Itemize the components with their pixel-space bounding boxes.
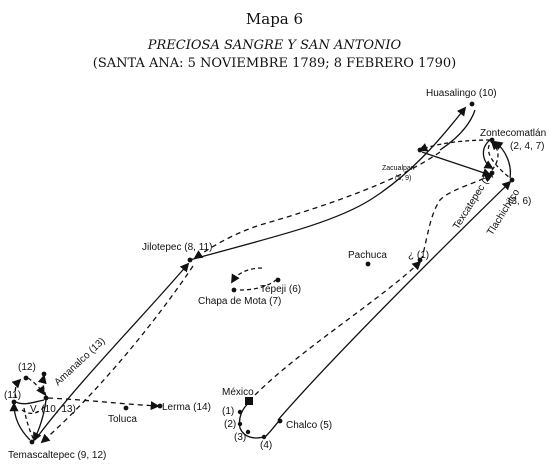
marker-stop-2 [237,421,243,427]
label-texcatepec: Texcatepec (8) [451,170,495,231]
marker-chalco [277,418,283,424]
route-stop12-v [27,377,46,396]
label-stop-4: (4) [260,440,272,451]
map-subtitle-dates: (SANTA ANA: 5 NOVIEMBRE 1789; 8 FEBRERO … [92,56,457,71]
label-stop-11: (11) [4,390,21,401]
label-huasalingo: Huasalingo (10) [426,88,497,99]
marker-unknown [417,257,423,263]
marker-huasalingo [469,101,475,107]
route-tepeji-chapa [231,267,263,284]
marker-lerma [157,403,163,409]
map-subtitle-route: PRECIOSA SANGRE Y SAN ANTONIO [147,38,402,53]
marker-jilotepec [187,257,193,263]
marker-chapa-de-mota [231,287,237,293]
route-huasalingo-zacualpan [439,109,476,151]
label-chapa-de-mota: Chapa de Mota (7) [198,296,281,307]
route-chalco-tlachichilco [277,180,512,421]
marker-toluca [123,405,129,411]
marker-texcatepec [489,170,495,176]
marker-stop-11 [11,399,17,405]
marker-v [43,395,49,401]
label-mexico: México [222,387,254,398]
route-temascaltepec-v [23,407,35,441]
marker-tepeji [275,277,281,283]
label-zontecomatlan: Zontecomatlán [480,128,546,139]
marker-amanalco [41,371,47,377]
marker-temascaltepec [29,439,35,445]
label-jilotepec: Jilotepec (8, 11) [142,242,212,253]
marker-stop-3 [245,429,251,435]
label-tlachichilco: Tlachichilco [485,187,522,238]
label-stop-2: (2) [224,419,236,430]
label-chalco: Chalco (5) [286,420,332,431]
route-zacualpan-texcatepec [421,151,492,177]
place-markers [11,101,515,445]
marker-pachuca [365,261,371,267]
route-v-amanalco [37,374,47,397]
route-temascaltepec-stop11 [9,402,31,441]
route-jilotepec-temascaltepec [40,265,194,444]
map-title: Mapa 6 [245,10,304,28]
route-loop-zontecomatlan-3 [493,140,512,179]
route-zontecomatlan-zacualpan [418,139,491,152]
marker-stop-4 [261,434,267,440]
label-toluca: Toluca [108,414,137,425]
label-stop-1: (1) [222,406,234,417]
label-tlachichilco-stops: (3, 6) [508,196,531,207]
marker-mexico [245,397,253,405]
label-unknown: ¿ (1) [408,250,429,261]
marker-zontecomatlan [489,137,495,143]
label-zacualpan-stops: (5, 9) [395,175,411,182]
route-zacualpan-jilotepec [193,151,441,260]
marker-stop-12 [23,375,29,381]
route-v-lerma [47,397,160,411]
label-zacualpan: Zacualpan [382,165,415,172]
label-zontecomatlan-stops: (2, 4, 7) [510,141,544,152]
label-stop-12: (12) [18,362,36,373]
route-texcatepec-unknown [421,173,494,259]
label-pachuca: Pachuca [348,250,387,261]
route-jilotepec-huasalingo [189,106,467,261]
label-temascaltepec: Temascaltepec (9, 12) [8,450,106,461]
route-loop-zontecomatlan-4 [487,139,511,179]
label-tepeji: Tepeji (6) [260,284,301,295]
marker-tlachichilco [509,177,515,183]
marker-stop-1 [237,409,243,415]
route-stop11-v [15,399,45,405]
label-v: V. (10, 13) [30,404,76,415]
route-temascaltepec-jilotepec [34,262,190,441]
route-stop11-stop12 [11,378,22,399]
route-unknown-mexico [254,260,422,396]
marker-zacualpan [417,147,423,153]
route-loop-zontecomatlan-1 [482,139,494,169]
label-lerma: Lerma (14) [162,402,211,413]
route-chapa-tepeji [239,279,277,291]
label-stop-3: (3) [234,432,246,443]
